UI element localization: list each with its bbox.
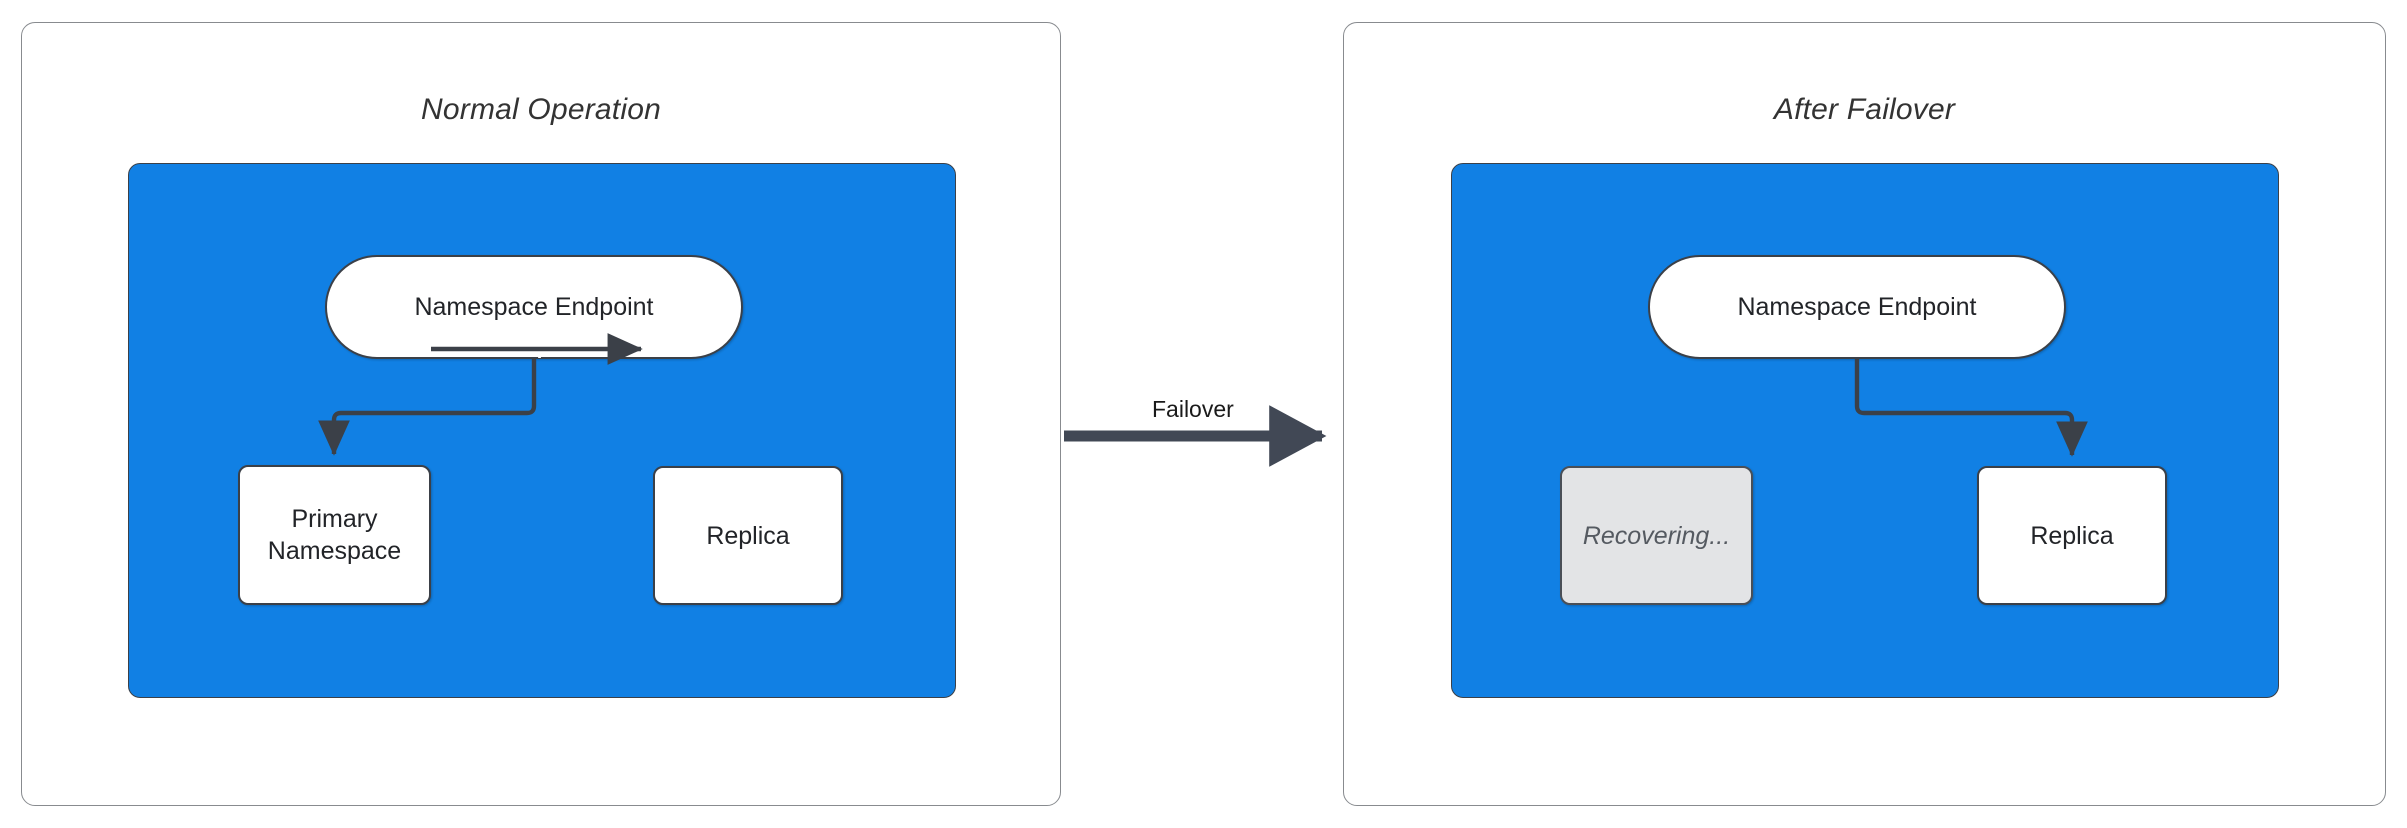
node-primary-namespace-line1: Primary [291, 505, 378, 533]
edge-label-data-replication: Data Replication [463, 337, 619, 359]
node-recovering[interactable]: Recovering... [1560, 466, 1753, 605]
blue-region-after-failover [1451, 163, 2279, 698]
node-replica-right[interactable]: Replica [1977, 466, 2167, 605]
edge-label-failover: Failover [1152, 396, 1234, 422]
panel-title-after-failover: After Failover [1773, 93, 1956, 126]
node-namespace-endpoint-right[interactable]: Namespace Endpoint [1648, 255, 2066, 359]
node-primary-namespace[interactable]: Primary Namespace [238, 465, 431, 605]
node-namespace-endpoint-left[interactable]: Namespace Endpoint [325, 255, 743, 359]
node-primary-namespace-line2: Namespace [267, 537, 402, 565]
node-replica-left[interactable]: Replica [653, 466, 843, 605]
node-primary-namespace-label: Primary Namespace [268, 503, 401, 567]
panel-title-normal-operation: Normal Operation [421, 93, 661, 126]
blue-region-normal-operation [128, 163, 956, 698]
